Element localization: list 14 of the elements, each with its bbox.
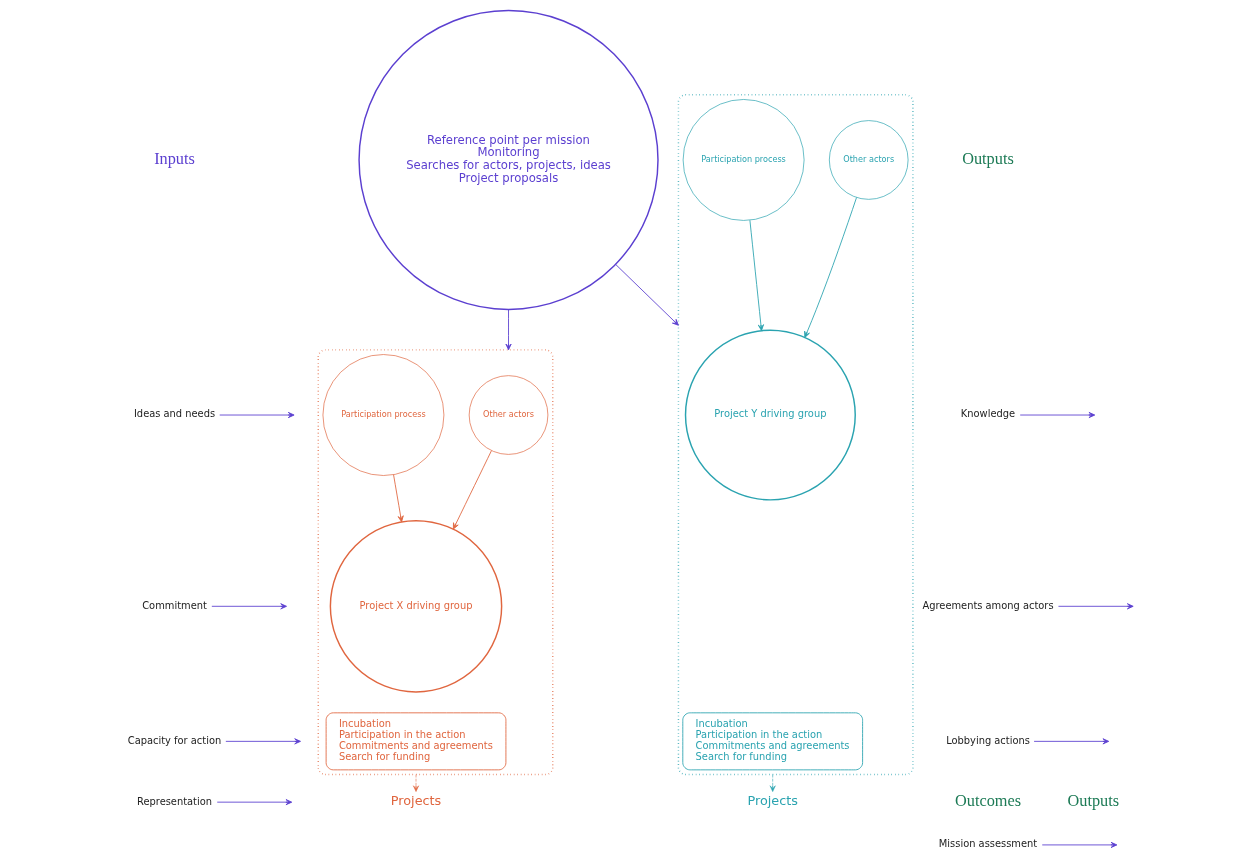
node-text: Projects [390, 793, 442, 809]
label: Outcomes [954, 791, 1021, 811]
node-text: Mission assessment [938, 838, 1038, 850]
node-text: Capacity for action [127, 734, 222, 746]
node-text: Commitment [142, 599, 207, 611]
node-text: Agreements among actors [922, 599, 1054, 611]
node-text: Projects [747, 793, 798, 809]
node-text: Ideas and needs [133, 408, 216, 420]
node-text: Lobbying actions [946, 734, 1030, 746]
node-text: Knowledge [960, 408, 1016, 420]
label: Outputs [962, 148, 1014, 168]
node-text: Representation [137, 795, 213, 807]
label: Outputs [1067, 791, 1120, 811]
label: Inputs [154, 148, 195, 168]
